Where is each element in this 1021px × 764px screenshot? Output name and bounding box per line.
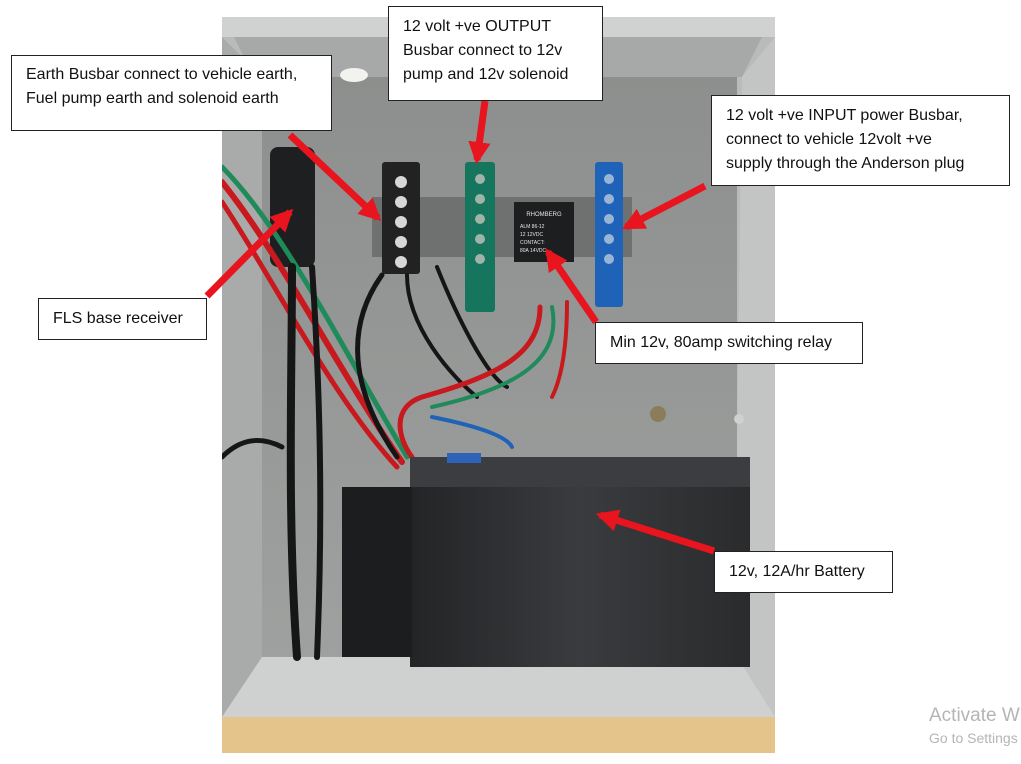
arrow-input-busbar [622,182,707,231]
earth-busbar-label: Earth Busbar connect to vehicle earth, F… [11,55,332,131]
fls-receiver-label-text: FLS base receiver [53,310,183,327]
input-busbar-label: 12 volt +ve INPUT power Busbar, connect … [711,95,1010,186]
watermark-line-1: Activate W [929,705,1020,726]
enclosure-photo: RHOMBERG ALM 86-12 12 12VDC CONTACT: 80A… [222,17,775,753]
arrow-earth-busbar [287,132,382,222]
activation-watermark: Activate W Go to Settings [929,704,1020,748]
relay-text-4: 80A 14VDC [520,248,547,254]
output-busbar-label-line-2: Busbar connect to 12v [403,42,563,59]
output-busbar-label-line-3: pump and 12v solenoid [403,66,569,83]
battery-label: 12v, 12A/hr Battery [714,551,893,593]
arrow-output-busbar [468,100,491,165]
earth-busbar-label-line-2: Fuel pump earth and solenoid earth [26,90,279,107]
input-busbar-label-line-3: supply through the Anderson plug [726,155,965,172]
relay-text-1: ALM 86-12 [520,224,545,230]
output-busbar-label: 12 volt +ve OUTPUT Busbar connect to 12v… [388,6,603,101]
input-busbar-label-line-2: connect to vehicle 12volt +ve [726,131,932,148]
watermark-line-2: Go to Settings [929,730,1018,746]
battery-label-text: 12v, 12A/hr Battery [729,563,865,580]
battery [342,453,750,667]
output-busbar-label-line-1: 12 volt +ve OUTPUT [403,18,552,35]
wiring [222,164,569,661]
earth-busbar-label-line-1: Earth Busbar connect to vehicle earth, [26,66,298,83]
relay-text-3: CONTACT: [520,240,545,246]
fls-base-receiver [270,147,315,267]
arrow-fls-receiver [204,208,294,299]
arrow-relay [545,248,599,324]
relay-text-2: 12 12VDC [520,232,543,238]
input-busbar [595,162,623,307]
arrow-battery [595,509,716,555]
relay-label-text: Min 12v, 80amp switching relay [610,334,833,351]
relay-label: Min 12v, 80amp switching relay [595,322,863,364]
relay-brand: RHOMBERG [526,212,562,218]
output-busbar [465,162,495,312]
input-busbar-label-line-1: 12 volt +ve INPUT power Busbar, [726,107,963,124]
earth-busbar [382,162,420,274]
fls-receiver-label: FLS base receiver [38,298,207,340]
